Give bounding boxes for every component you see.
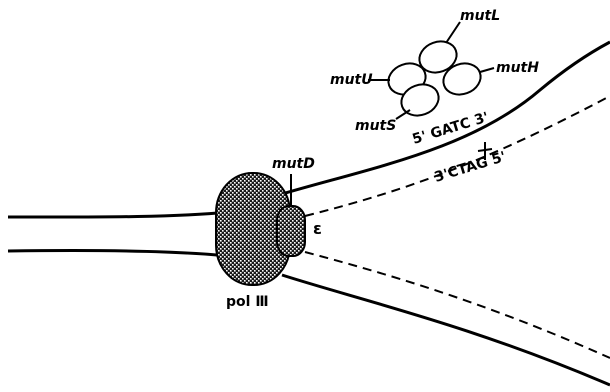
mutS-leader bbox=[395, 109, 411, 120]
mutL-leader bbox=[445, 21, 461, 44]
bottom-strand-sequence: 3'CTAG 5' bbox=[432, 149, 507, 186]
parental-strand-top bbox=[7, 210, 229, 219]
mutS-label: mutS bbox=[355, 118, 396, 134]
template-strand-upper bbox=[281, 40, 610, 196]
epsilon-label: ε bbox=[313, 219, 322, 238]
mutH-protein bbox=[442, 62, 482, 96]
mutS-protein bbox=[400, 83, 440, 117]
daughter-strand-upper bbox=[304, 95, 610, 217]
polIII-label: pol Ⅲ bbox=[226, 294, 269, 310]
mutL-protein bbox=[418, 40, 458, 74]
parental-strand-bottom bbox=[7, 249, 229, 258]
mutD-subunit bbox=[276, 205, 306, 257]
mutU-label: mutU bbox=[330, 72, 373, 88]
mutH-label: mutH bbox=[496, 60, 539, 76]
mutH-leader bbox=[479, 67, 495, 73]
mutD-label: mutD bbox=[272, 156, 315, 172]
daughter-strand-lower bbox=[304, 251, 610, 359]
mutL-label: mutL bbox=[460, 8, 500, 24]
methyl-mark-horizontal bbox=[477, 148, 493, 152]
template-strand-lower bbox=[281, 273, 610, 387]
